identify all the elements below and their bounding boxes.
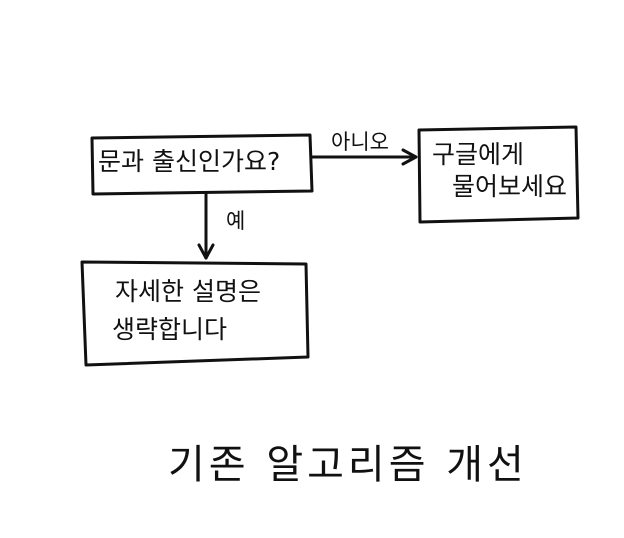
caption-title: 기존 알고리즘 개선 [168,442,528,488]
no-edge-label: 아니오 [331,130,389,154]
yes-edge-label: 예 [226,209,246,233]
yes-arrow-head [197,243,215,260]
detail-box-outline [80,260,310,367]
no-arrow-head [401,148,418,166]
google-box-text-line2: 물어보세요 [452,172,568,201]
detail-box-text-line1: 자세한 설명은 [115,277,261,306]
question-box-outline [90,133,314,196]
question-box-text: 문과 출신인가요? [98,147,281,176]
google-box-outline [417,125,580,224]
google-box-text-line1: 구글에게 [432,140,525,169]
detail-box-text-line2: 생략합니다 [112,315,228,344]
